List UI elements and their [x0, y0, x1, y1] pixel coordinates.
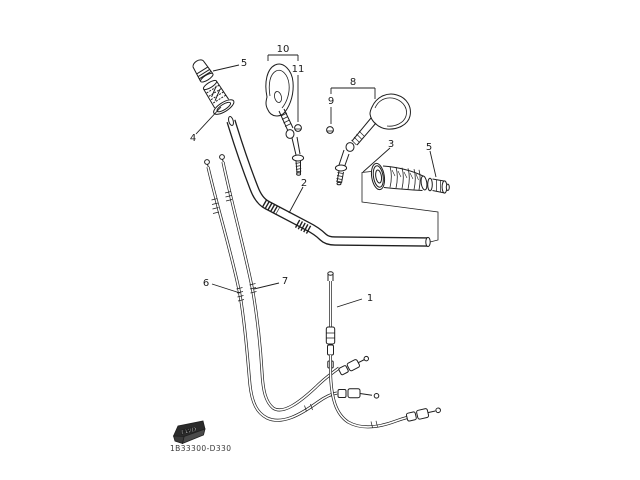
left-mirror-knuckle: [285, 129, 295, 139]
right-mirror-knuckle: [345, 142, 355, 152]
callout-4-label: 4: [190, 133, 196, 144]
callout-10-label: 10: [277, 44, 290, 55]
throttle-grip: [370, 162, 428, 191]
leader-4: [195, 106, 222, 135]
handlebar-left-end: [228, 116, 234, 126]
left-mirror-head: [265, 63, 294, 117]
grip-flange-ring: [213, 99, 235, 115]
handlebar-knurl-band: [294, 219, 313, 235]
leader-1: [336, 298, 363, 308]
callout-11-label: 11: [292, 64, 305, 75]
leader-7: [253, 282, 280, 290]
handlebar: [226, 116, 431, 248]
fwd-label: FWD: [180, 426, 197, 436]
left-mirror-stem: [278, 108, 294, 132]
throttle-cable-inner-end-fitting: [338, 355, 369, 376]
drawing-number: 1B33300-D330: [170, 444, 231, 453]
callout-3-label: 3: [388, 139, 394, 150]
leader-6: [211, 283, 241, 294]
fwd-arrow-tip: [172, 435, 185, 445]
clutch-cable: [325, 271, 441, 429]
clutch-cable-end-fitting: [405, 407, 441, 422]
leader-3: [362, 147, 391, 173]
grip-position-bracket: [361, 171, 439, 243]
left-bar-end-cap: [192, 59, 214, 83]
left-mirror-assembly: [265, 63, 305, 176]
fwd-arrow-badge: FWD: [172, 420, 206, 445]
right-mirror-assembly: [326, 93, 411, 186]
callout-7-label: 7: [282, 276, 288, 287]
throttle-grip-end: [420, 175, 428, 191]
callout-1-label: 1: [367, 293, 373, 304]
throttle-cable-outer-end-fitting: [337, 388, 380, 399]
handlebar-knurl-band: [261, 199, 281, 215]
callout-8-label: 8: [350, 77, 356, 88]
leader-lines: [195, 54, 437, 308]
callout-2-label: 2: [301, 178, 307, 189]
leader-5-left: [212, 64, 240, 72]
throttle-cable-inner: [219, 154, 369, 412]
handlebar-right-end: [425, 236, 431, 248]
bracket-10: [267, 54, 299, 61]
callout-6-label: 6: [203, 278, 209, 289]
callout-9-label: 9: [328, 96, 334, 107]
right-mirror-base-flange: [334, 164, 348, 172]
bracket-8: [330, 87, 376, 99]
left-mirror-nut: [294, 124, 302, 132]
right-bar-end-cap: [427, 177, 450, 194]
callout-5-right-label: 5: [426, 142, 432, 153]
left-handle-grip: [202, 79, 235, 115]
callout-5-left-label: 5: [241, 58, 247, 69]
leader-5-right: [429, 150, 437, 178]
leader-2: [288, 186, 304, 214]
right-mirror-head: [369, 93, 411, 130]
callout-labels: 1 2 3 4 5 5 6 7 8 9 10 11: [190, 44, 432, 304]
throttle-cable-outer: [204, 159, 380, 422]
right-mirror-nut: [326, 126, 334, 134]
left-mirror-base-flange: [291, 154, 305, 162]
right-mirror-stem: [351, 117, 377, 146]
